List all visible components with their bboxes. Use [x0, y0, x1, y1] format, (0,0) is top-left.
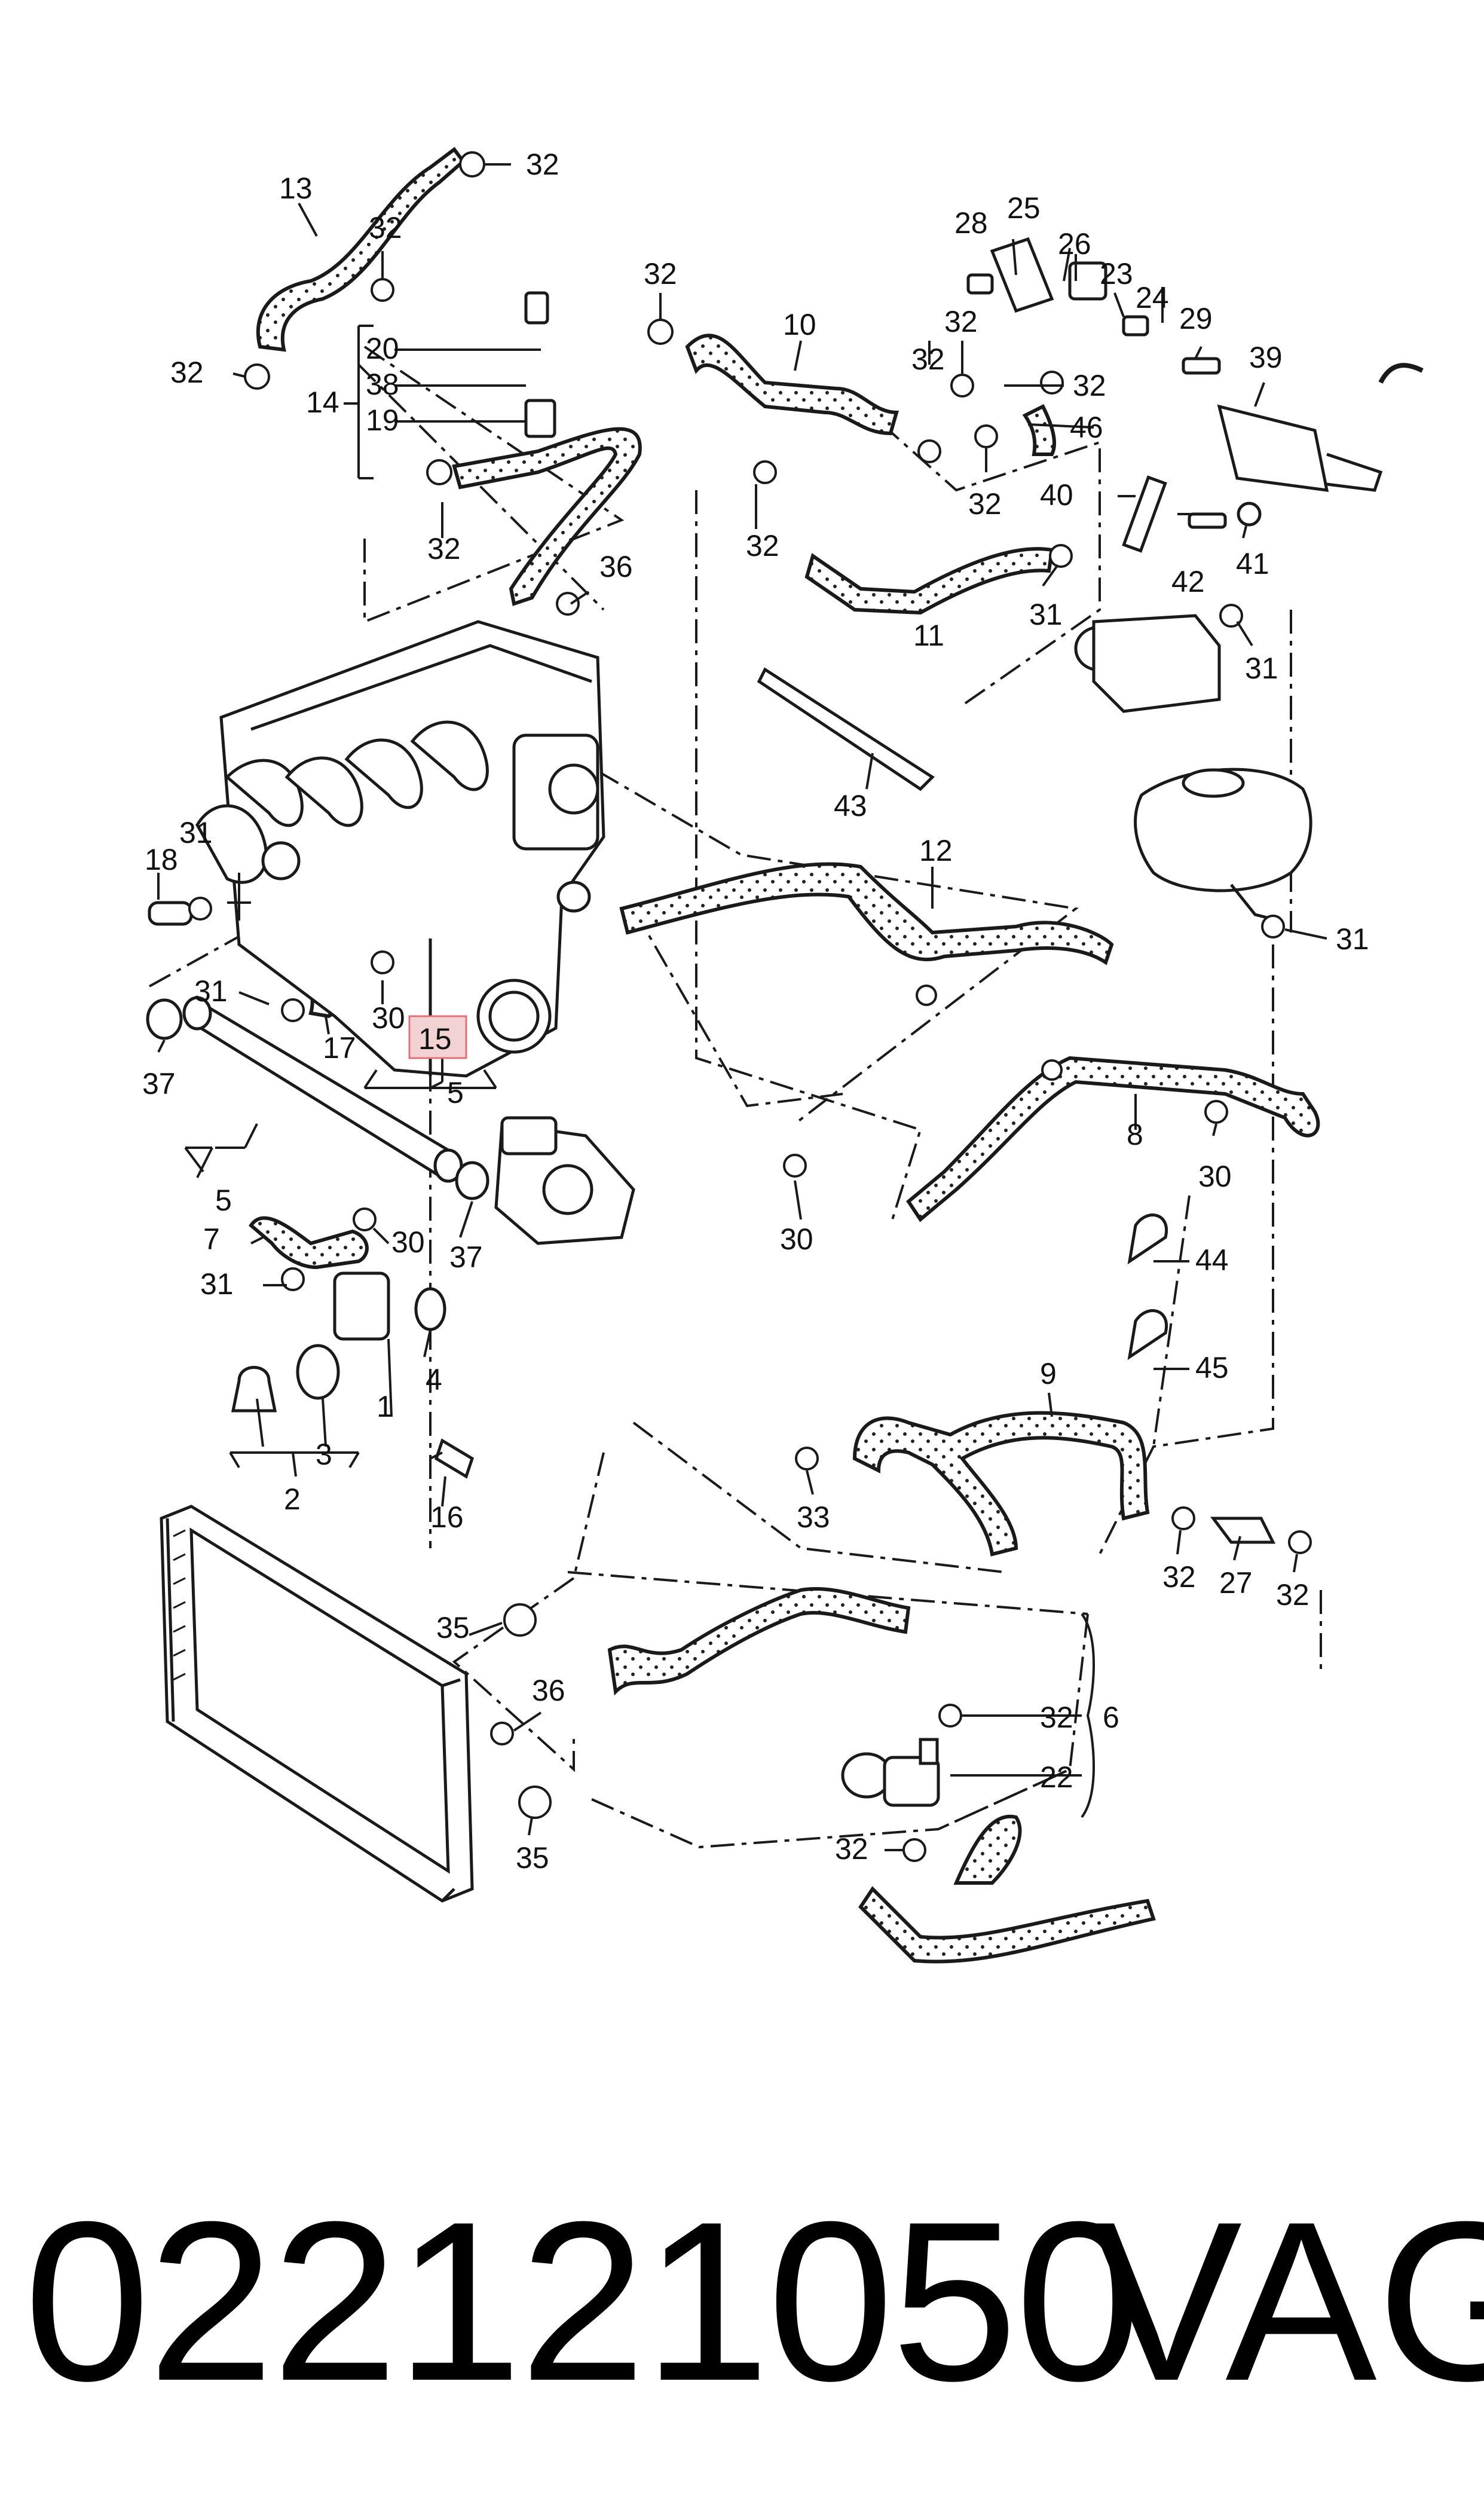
callout-33: 33	[797, 1500, 830, 1534]
hose-8	[906, 1056, 1320, 1222]
callout-31: 31	[179, 816, 213, 849]
callout-17: 17	[323, 1031, 356, 1065]
callout-25: 25	[1007, 191, 1041, 225]
callout-leaders	[157, 163, 1327, 1851]
footer: 022121050 VAG	[0, 2176, 1484, 2427]
callout-15: 15	[418, 1022, 452, 1056]
hose-6-upper	[607, 1586, 911, 1696]
callout-11: 11	[913, 619, 944, 652]
callout-31: 31	[1245, 652, 1278, 685]
callout-32: 32	[1040, 1701, 1073, 1734]
callout-36: 36	[599, 550, 633, 583]
callout-22: 22	[1040, 1760, 1073, 1794]
brand-name: VAG	[1091, 2174, 1484, 2428]
callout-39: 39	[1249, 341, 1283, 374]
callout-30: 30	[780, 1222, 813, 1256]
callout-5: 5	[215, 1184, 232, 1217]
callout-12: 12	[919, 834, 953, 867]
coolant-pipe	[182, 996, 635, 1245]
callout-2: 2	[284, 1482, 301, 1516]
valve-unit	[1217, 363, 1424, 492]
hoses	[249, 146, 1320, 1964]
callout-14: 14	[306, 386, 339, 419]
callout-32: 32	[644, 257, 677, 291]
callout-18: 18	[145, 843, 178, 876]
callout-30: 30	[391, 1225, 425, 1259]
callout-7: 7	[203, 1222, 220, 1256]
callout-32: 32	[746, 529, 779, 562]
callout-4: 4	[426, 1363, 442, 1396]
callout-37: 37	[142, 1067, 176, 1100]
callout-1: 1	[377, 1390, 393, 1423]
callout-13: 13	[279, 172, 313, 205]
callout-30: 30	[372, 1001, 405, 1035]
callout-29: 29	[1179, 302, 1213, 335]
expansion-tank	[1134, 768, 1312, 922]
hose-46	[1022, 403, 1057, 456]
callout-3: 3	[316, 1438, 332, 1471]
callout-42: 42	[1171, 565, 1205, 598]
hose-11	[804, 547, 1054, 615]
callout-37: 37	[449, 1240, 483, 1274]
callout-35: 35	[436, 1611, 470, 1644]
callout-35: 35	[516, 1841, 549, 1875]
callout-45: 45	[1195, 1351, 1229, 1384]
callout-32: 32	[170, 356, 204, 389]
callout-31: 31	[1336, 922, 1369, 956]
hose-12	[619, 862, 1114, 965]
hose-6-lower	[858, 1886, 1156, 1964]
hose-clamps	[188, 151, 1312, 1862]
callout-10: 10	[783, 308, 816, 341]
callout-30: 30	[1198, 1160, 1232, 1193]
highlight-box-15	[408, 1015, 467, 1059]
callout-labels: 32 13 32 20 38 19 14 32 32 36 32 10 32 3…	[142, 148, 1369, 1875]
hose-6-lower-b	[953, 1814, 1022, 1885]
callout-44: 44	[1195, 1243, 1229, 1277]
callout-19: 19	[366, 403, 399, 437]
engine-block	[195, 620, 605, 1078]
callout-32: 32	[835, 1832, 868, 1866]
callout-24: 24	[1136, 281, 1169, 314]
hose-7	[249, 1216, 369, 1270]
callout-40: 40	[1040, 478, 1073, 512]
small-parts	[146, 237, 1276, 1544]
hose-9	[852, 1411, 1150, 1557]
hose-10	[685, 334, 899, 436]
callout-32: 32	[911, 343, 945, 376]
callout-32: 32	[944, 305, 978, 338]
callout-46: 46	[1070, 411, 1103, 444]
callout-27: 27	[1219, 1566, 1253, 1600]
callout-41: 41	[1236, 547, 1269, 580]
radiator	[160, 1505, 474, 1903]
callout-32: 32	[1073, 369, 1106, 402]
callout-9: 9	[1040, 1357, 1057, 1390]
hose-13	[256, 146, 466, 352]
callout-20: 20	[366, 332, 399, 365]
part-number: 022121050	[24, 2174, 1142, 2428]
callout-31: 31	[200, 1267, 234, 1301]
callout-32: 32	[1276, 1578, 1309, 1612]
callout-32: 32	[1162, 1560, 1196, 1594]
callout-31: 31	[194, 974, 228, 1008]
callout-26: 26	[1058, 227, 1091, 261]
pump-22	[841, 1738, 940, 1807]
callout-38: 38	[366, 368, 399, 401]
callout-5: 5	[447, 1076, 464, 1109]
callout-36: 36	[532, 1674, 565, 1707]
callout-32: 32	[427, 532, 461, 565]
heat-exchanger	[1074, 614, 1221, 713]
callout-6: 6	[1103, 1701, 1119, 1734]
callout-16: 16	[430, 1500, 464, 1534]
hose-14	[452, 427, 642, 606]
callout-32: 32	[968, 487, 1002, 521]
callout-23: 23	[1100, 257, 1133, 291]
callout-32: 32	[526, 148, 559, 181]
callout-32: 32	[369, 211, 402, 244]
callout-28: 28	[954, 206, 988, 240]
callout-31: 31	[1029, 598, 1063, 631]
callout-43: 43	[834, 789, 867, 823]
parts-diagram: 32 13 32 20 38 19 14 32 32 36 32 10 32 3…	[142, 146, 1424, 1964]
callout-8: 8	[1127, 1118, 1143, 1151]
